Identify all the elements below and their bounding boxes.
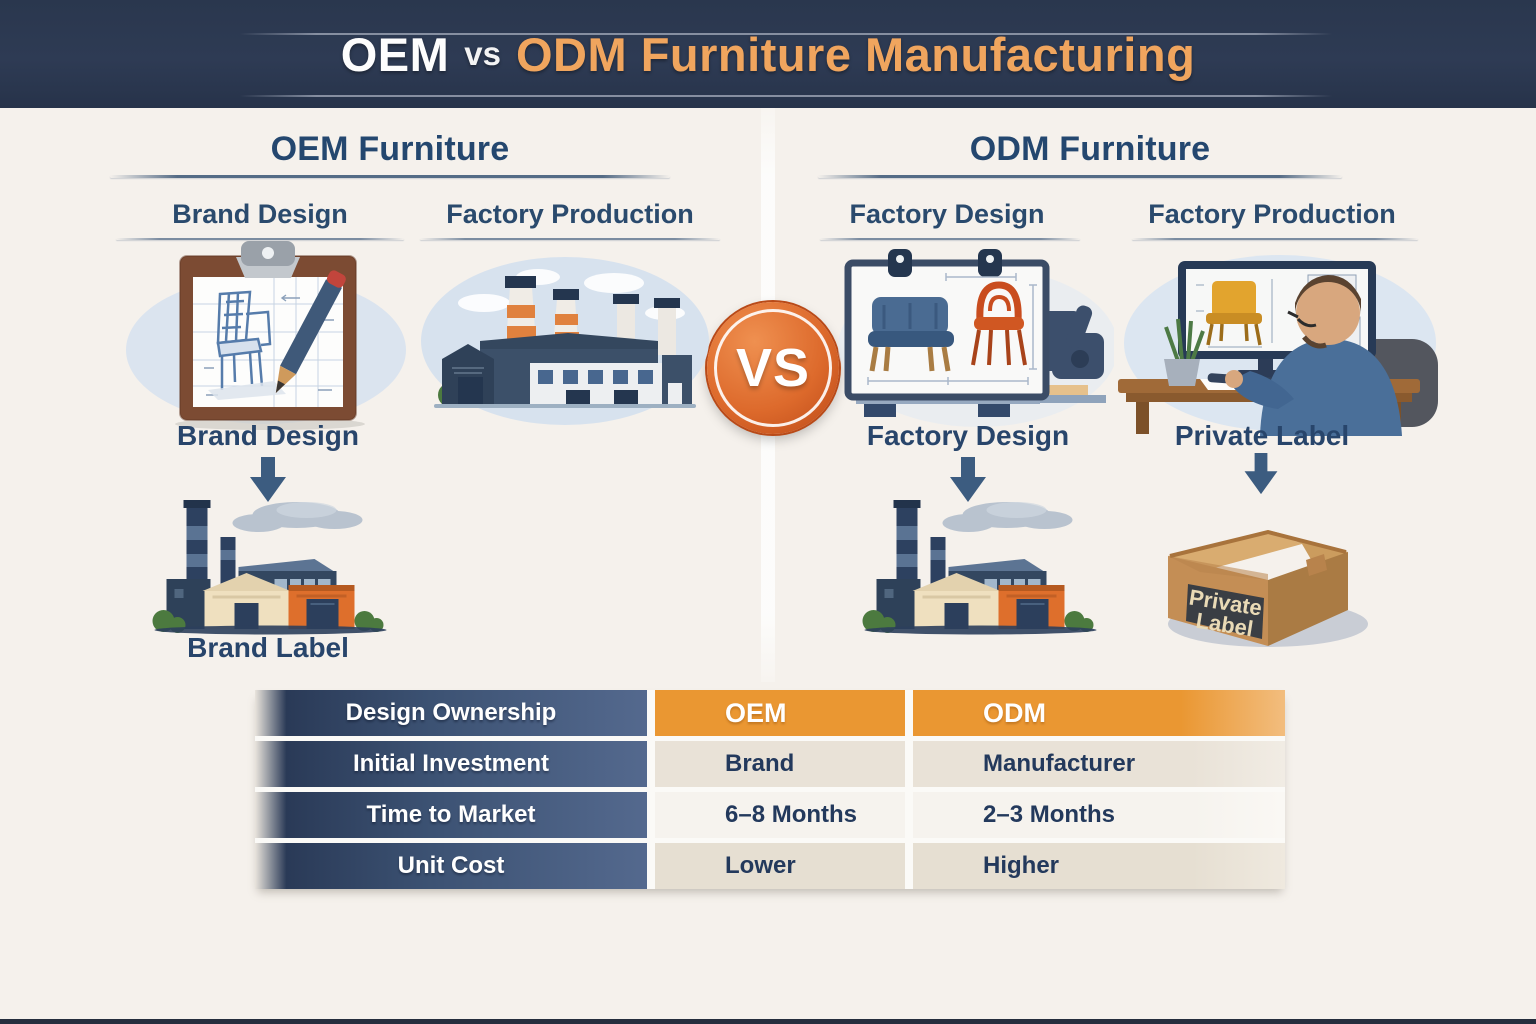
down-arrow-icon	[250, 457, 286, 502]
table-cell-oem: 6–8 Months	[655, 792, 905, 838]
oem-section-title: OEM Furniture	[270, 130, 510, 168]
table-header-design-ownership: Design Ownership	[255, 690, 647, 736]
brand-design-heading: Brand Design	[172, 199, 348, 229]
vs-badge: VS	[707, 302, 839, 434]
factory-building-icon	[152, 500, 387, 635]
table-cell-odm: 2–3 Months	[913, 792, 1285, 838]
table-header-odm: ODM	[913, 690, 1285, 736]
screen-chair-drawing	[1196, 279, 1273, 348]
factory-design-rule	[820, 238, 1080, 240]
factory-landscape-icon	[421, 257, 709, 425]
title-odm-text: ODM Furniture Manufacturing	[515, 27, 1196, 81]
table-cell-oem: Brand	[655, 741, 905, 787]
pencil-icon	[275, 270, 346, 393]
private-label-flow-label: Private Label	[1174, 420, 1350, 451]
factory-production-right-rule	[1132, 238, 1418, 240]
page-title: OEM vs ODM Furniture Manufacturing	[0, 0, 1536, 108]
factory-design-flow-label: Factory Design	[866, 420, 1070, 451]
vs-badge-label: VS	[735, 338, 811, 398]
odm-title-rule	[818, 175, 1342, 178]
factory-design-heading: Factory Design	[849, 199, 1045, 229]
table-row-label: Initial Investment	[255, 741, 647, 787]
designer-at-desk-icon	[1118, 255, 1438, 436]
brand-design-flow-label: Brand Design	[176, 420, 360, 451]
table-row-label: Time to Market	[255, 792, 647, 838]
brand-label-flow-label: Brand Label	[187, 632, 349, 663]
oem-title-rule	[110, 175, 670, 178]
down-arrow-icon	[950, 457, 986, 502]
header-bottom-rule	[240, 95, 1332, 97]
header-top-rule	[240, 33, 1332, 35]
shipping-box-icon: Private Label	[1168, 529, 1368, 647]
factory-production-left-heading: Factory Production	[446, 199, 694, 229]
table-row-label: Unit Cost	[255, 843, 647, 889]
title-oem-text: OEM	[340, 27, 450, 81]
factory-building-icon	[862, 500, 1097, 635]
comparison-table: Design Ownership OEM ODM Initial Investm…	[255, 690, 1285, 889]
bottom-border	[0, 1019, 1536, 1024]
header-banner: OEM vs ODM Furniture Manufacturing	[0, 0, 1536, 108]
table-cell-odm: Higher	[913, 843, 1285, 889]
factory-production-right-heading: Factory Production	[1148, 199, 1396, 229]
factory-production-left-rule	[420, 238, 720, 240]
brand-design-rule	[116, 238, 404, 240]
clipboard-blueprint-icon	[126, 241, 406, 430]
table-cell-oem: Lower	[655, 843, 905, 889]
table-header-oem: OEM	[655, 690, 905, 736]
down-arrow-icon	[1244, 453, 1278, 495]
odm-section-title: ODM Furniture	[969, 130, 1211, 168]
table-cell-odm: Manufacturer	[913, 741, 1285, 787]
drafting-board-icon	[838, 249, 1114, 427]
title-vs-text: vs	[464, 35, 501, 72]
